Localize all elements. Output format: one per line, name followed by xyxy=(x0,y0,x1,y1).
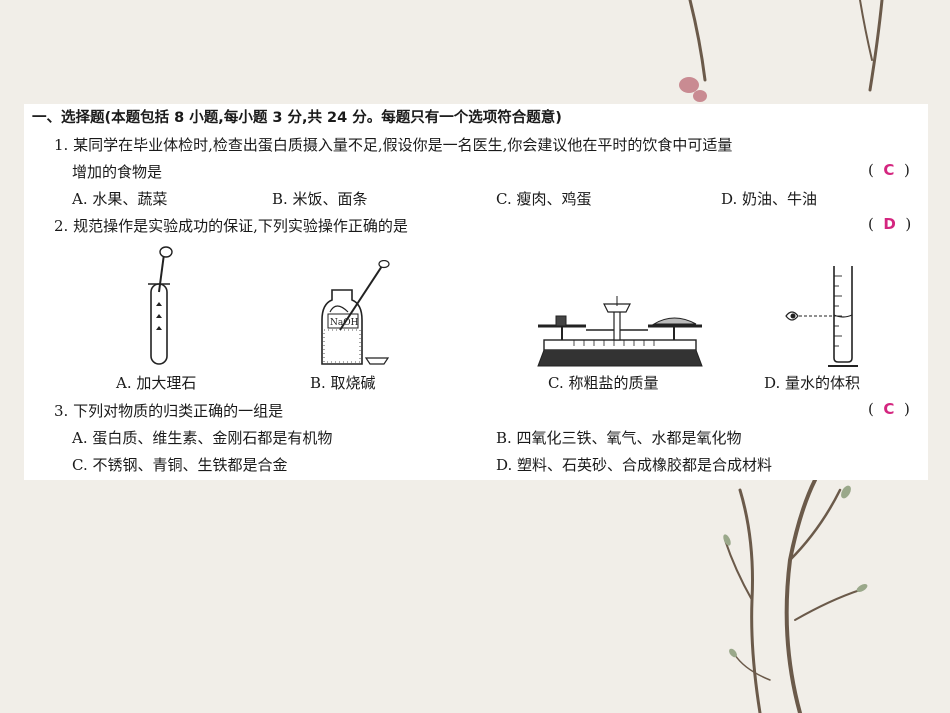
q2-stem: 2. 规范操作是实验成功的保证,下列实验操作正确的是 xyxy=(54,217,408,235)
q3-stem: 3. 下列对物质的归类正确的一组是 xyxy=(54,402,284,420)
section-heading: 一、选择题(本题包括 8 小题,每小题 3 分,共 24 分。每题只有一个选项符… xyxy=(32,110,562,126)
q2-answer-letter: D xyxy=(883,215,896,233)
q2-caption-b: B. 取烧碱 xyxy=(310,374,376,392)
q2-answer: ( D ) xyxy=(868,215,912,233)
q3-option-d: D. 塑料、石英砂、合成橡胶都是合成材料 xyxy=(496,456,773,474)
q2-caption-d: D. 量水的体积 xyxy=(764,374,861,392)
q1-option-b: B. 米饭、面条 xyxy=(272,190,368,208)
q1-answer: ( C ) xyxy=(868,161,910,179)
figure-b-reagent-bottle: NaOH xyxy=(321,260,390,365)
q1-stem-line2: 增加的食物是 xyxy=(72,163,163,181)
q3-option-c: C. 不锈钢、青铜、生铁都是合金 xyxy=(72,456,288,474)
q1-option-d: D. 奶油、牛油 xyxy=(721,190,818,208)
q3-answer: ( C ) xyxy=(868,400,910,418)
q1-stem-line1: 1. 某同学在毕业体检时,检查出蛋白质摄入量不足,假设你是一名医生,你会建议他在… xyxy=(54,136,733,154)
q2-caption-a: A. 加大理石 xyxy=(116,374,197,392)
q3-option-b: B. 四氧化三铁、氧气、水都是氧化物 xyxy=(496,429,742,447)
q1-answer-letter: C xyxy=(883,161,895,179)
q2-caption-c: C. 称粗盐的质量 xyxy=(548,374,659,392)
figure-a-test-tube xyxy=(148,246,173,365)
q3-answer-letter: C xyxy=(883,400,895,418)
figure-d-graduated-cylinder xyxy=(785,266,858,367)
q3-option-a: A. 蛋白质、维生素、金刚石都是有机物 xyxy=(72,429,333,447)
q1-option-c: C. 瘦肉、鸡蛋 xyxy=(496,190,592,208)
exam-sheet: 一、选择题(本题包括 8 小题,每小题 3 分,共 24 分。每题只有一个选项符… xyxy=(24,104,928,480)
q1-option-a: A. 水果、蔬菜 xyxy=(72,190,168,208)
figure-c-balance xyxy=(537,296,703,367)
